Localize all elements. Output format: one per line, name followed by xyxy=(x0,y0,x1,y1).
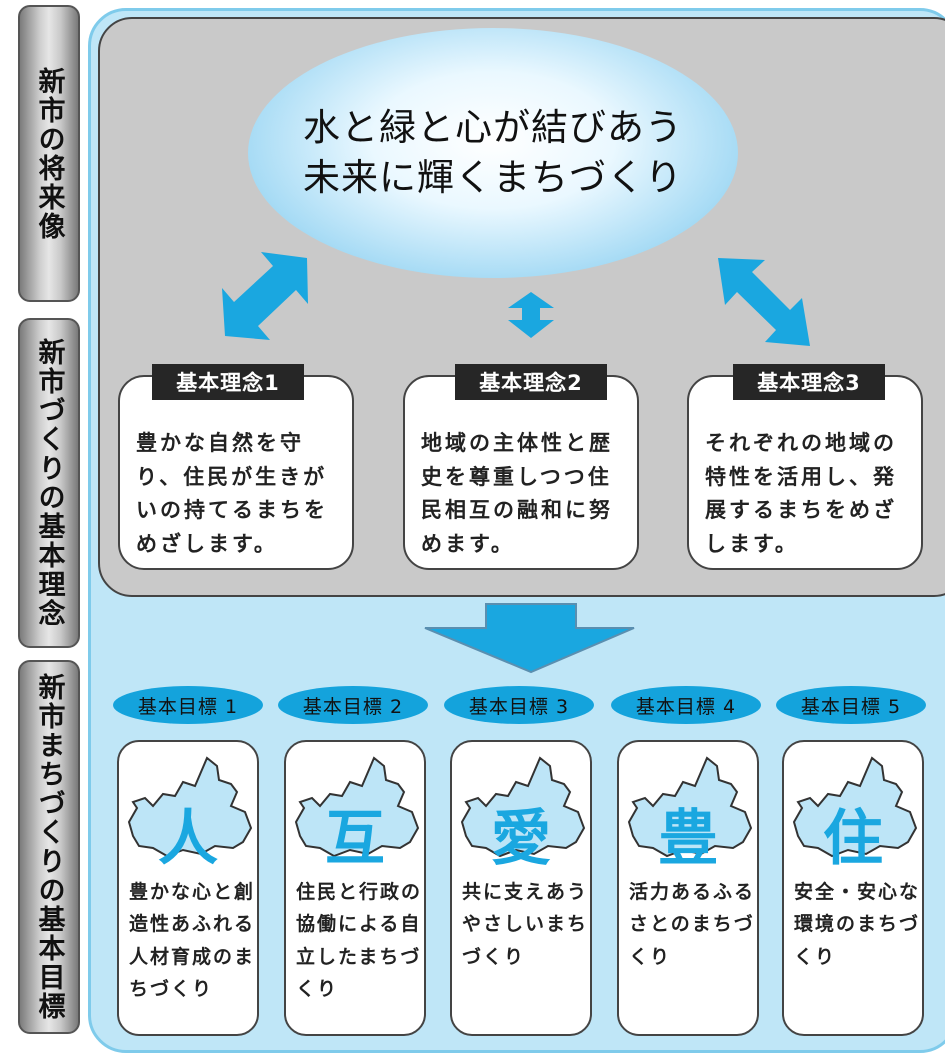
goal-card-4: 豊 活力あるふるさとのまちづくり xyxy=(617,740,759,1036)
goal-kanji-2: 互 xyxy=(325,804,385,874)
side-label-principles-text: 新市づくりの基本理念 xyxy=(33,338,65,628)
side-label-vision-text: 新市の将来像 xyxy=(33,66,65,241)
principle-label-1: 基本理念1 xyxy=(152,364,304,400)
region-map-icon xyxy=(127,756,253,858)
future-vision-ellipse: 水と緑と心が結びあう 未来に輝くまちづくり xyxy=(248,28,738,278)
goal-text-1: 豊かな心と創造性あふれる人材育成のまちづくり xyxy=(129,881,256,1000)
goal-pill-3: 基本目標 3 xyxy=(444,686,594,724)
region-map-icon xyxy=(792,756,918,858)
side-label-goals-text: 新市まちづくりの基本目標 xyxy=(33,673,65,1021)
goal-card-3: 愛 共に支えあうやさしいまちづくり xyxy=(450,740,592,1036)
principle-label-2: 基本理念2 xyxy=(455,364,607,400)
principle-text-2: 地域の主体性と歴史を尊重しつつ住民相互の融和に努めます。 xyxy=(421,431,613,556)
vision-line-1: 水と緑と心が結びあう xyxy=(303,106,683,150)
goal-card-2: 互 住民と行政の協働による自立したまちづくり xyxy=(284,740,426,1036)
goal-kanji-4: 豊 xyxy=(658,804,718,874)
vision-line-2: 未来に輝くまちづくり xyxy=(303,156,683,199)
goal-text-5: 安全・安心な環境のまちづくり xyxy=(794,881,921,968)
side-label-vision: 新市の将来像 xyxy=(18,5,80,302)
region-map-icon xyxy=(627,756,753,858)
goal-kanji-1: 人 xyxy=(158,804,218,874)
goal-kanji-3: 愛 xyxy=(491,804,551,874)
goal-pill-1: 基本目標 1 xyxy=(113,686,263,724)
region-map-icon xyxy=(294,756,420,858)
goal-text-2: 住民と行政の協働による自立したまちづくり xyxy=(296,881,423,1000)
goal-text-3: 共に支えあうやさしいまちづくり xyxy=(462,881,589,968)
goal-text-4: 活力あるふるさとのまちづくり xyxy=(629,881,756,968)
principle-box-1: 豊かな自然を守り、住民が生きがいの持てるまちをめざします。 xyxy=(118,375,354,570)
principle-box-3: それぞれの地域の特性を活用し、発展するまちをめざします。 xyxy=(687,375,923,570)
principle-box-2: 地域の主体性と歴史を尊重しつつ住民相互の融和に努めます。 xyxy=(403,375,639,570)
goal-pill-5: 基本目標 5 xyxy=(776,686,926,724)
side-label-principles: 新市づくりの基本理念 xyxy=(18,318,80,648)
goal-kanji-5: 住 xyxy=(823,804,883,874)
goal-pill-4: 基本目標 4 xyxy=(611,686,761,724)
goal-pill-2: 基本目標 2 xyxy=(278,686,428,724)
principle-text-3: それぞれの地域の特性を活用し、発展するまちをめざします。 xyxy=(705,431,897,556)
goal-card-5: 住 安全・安心な環境のまちづくり xyxy=(782,740,924,1036)
goal-card-1: 人 豊かな心と創造性あふれる人材育成のまちづくり xyxy=(117,740,259,1036)
side-label-goals: 新市まちづくりの基本目標 xyxy=(18,660,80,1034)
principle-label-3: 基本理念3 xyxy=(733,364,885,400)
region-map-icon xyxy=(460,756,586,858)
principle-text-1: 豊かな自然を守り、住民が生きがいの持てるまちをめざします。 xyxy=(136,431,328,556)
